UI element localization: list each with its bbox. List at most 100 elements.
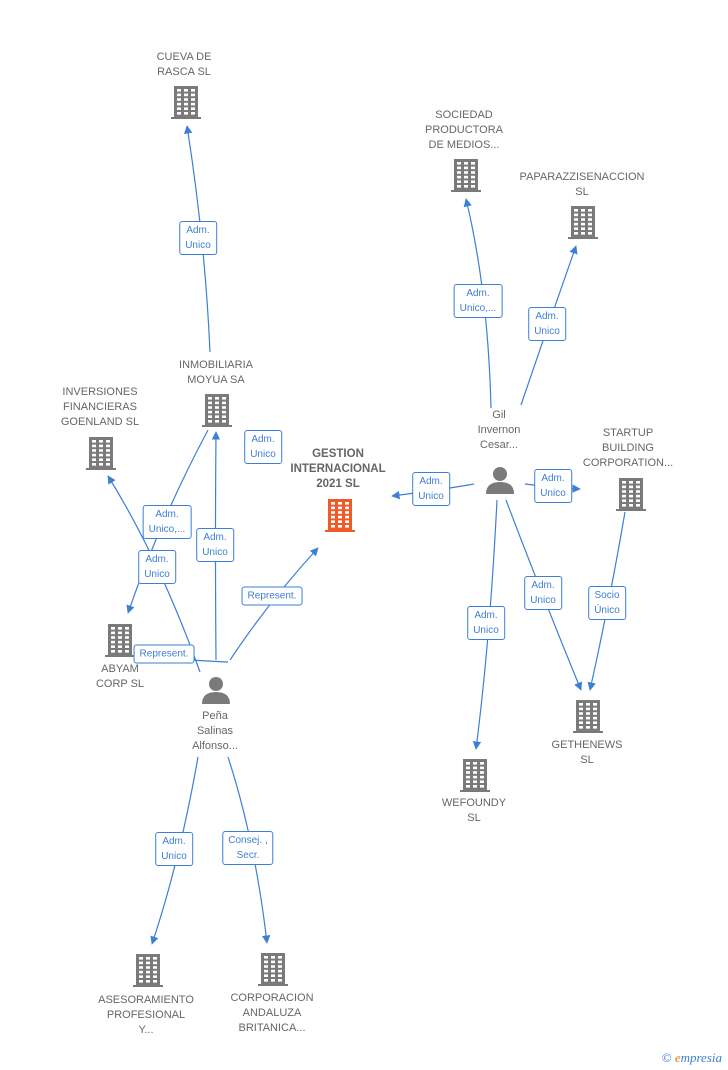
edge-label[interactable]: Adm.Unico (528, 307, 566, 341)
edge-label[interactable]: Adm.Unico (244, 430, 282, 464)
node-label-line: INVERSIONES (62, 386, 138, 398)
node-label-line: Y... (138, 1024, 154, 1036)
building-icon[interactable] (86, 437, 116, 470)
node-label-line: SL (575, 186, 589, 198)
node-label-line: BRITANICA... (238, 1022, 306, 1034)
edge-label-line: Adm. (541, 473, 565, 484)
brand-e: e (674, 1050, 681, 1065)
node-label-line: PROFESIONAL (106, 1009, 186, 1021)
node-label-line: Gil (492, 409, 506, 421)
node-label-line: CORPORACION (230, 992, 314, 1004)
edge-label-line: Unico (418, 491, 444, 502)
building-icon[interactable] (325, 499, 355, 532)
edge-label-line: Unico (540, 488, 566, 499)
building-icon[interactable] (451, 159, 481, 192)
node-label-line: PRODUCTORA (424, 124, 504, 136)
node-label-line: SOCIEDAD (435, 109, 493, 121)
node-label-line: SL (580, 754, 594, 766)
building-icon[interactable] (105, 624, 135, 657)
node-label-sociedad[interactable]: SOCIEDAD PRODUCTORA DE MEDIOS... (425, 108, 503, 153)
building-icon[interactable] (171, 86, 201, 119)
node-label-line: CORPORATION... (582, 457, 674, 469)
node-label-wefoundy[interactable]: WEFOUNDY SL (442, 796, 506, 826)
edge-label-line: Unico (161, 851, 187, 862)
node-label-line: SL (467, 812, 481, 824)
edge-label-line: Adm. (466, 288, 490, 299)
edge-label-line: Unico (473, 625, 499, 636)
empresia-watermark: © empresia (662, 1050, 722, 1066)
edge-label-line: Adm. (155, 509, 179, 520)
edge-label-line: Único (594, 605, 620, 616)
node-label-line: Peña (202, 710, 228, 722)
node-label-line: Cesar... (480, 439, 518, 451)
node-label-line: GOENLAND SL (60, 416, 140, 428)
edge-label[interactable]: Adm. Unico (155, 832, 193, 866)
edge-label[interactable]: Adm. Unico (534, 469, 572, 503)
edge-label-line: Represent. (247, 590, 297, 602)
building-icon[interactable] (460, 759, 490, 792)
node-label-line: ABYAM (101, 663, 139, 675)
node-label-line: INMOBILIARIA (179, 359, 253, 371)
node-label-line: BUILDING (602, 442, 654, 454)
building-icon[interactable] (573, 700, 603, 733)
node-label-gethenews[interactable]: GETHENEWS SL (552, 738, 623, 768)
edge-label[interactable]: Adm.Unico (179, 221, 217, 255)
edge-label-line: Adm. (419, 476, 443, 487)
edge-label-line: Socio (594, 590, 620, 601)
node-label-inversiones[interactable]: INVERSIONES FINANCIERAS GOENLAND SL (61, 385, 139, 430)
edge-label-line: Secr. (236, 850, 260, 861)
building-icon[interactable] (568, 206, 598, 239)
edge-label[interactable]: Adm. Unico,... (142, 505, 192, 539)
person-icon[interactable] (486, 467, 514, 494)
edge-label[interactable]: Consej. ,Secr. (222, 831, 274, 865)
edge-label[interactable]: Adm.Unico (138, 550, 176, 584)
node-label-paparazzi[interactable]: PAPARAZZISENACCION SL (520, 170, 645, 200)
edge-label[interactable]: Adm.Unico (467, 606, 505, 640)
node-label-corporacion[interactable]: CORPORACION ANDALUZA BRITANICA... (230, 991, 313, 1036)
edge-label[interactable]: Adm.Unico (196, 528, 234, 562)
building-icon[interactable] (202, 394, 232, 427)
node-label-line: FINANCIERAS (63, 401, 137, 413)
node-label-line: WEFOUNDY (441, 797, 507, 809)
building-icon[interactable] (258, 953, 288, 986)
edge-label-line: Unico (144, 569, 170, 580)
edge-label[interactable]: Represent. (133, 644, 195, 664)
node-label-line: INTERNACIONAL (290, 463, 386, 475)
node-label-line: PAPARAZZISENACCION (519, 171, 645, 183)
brand-name: mpresia (680, 1050, 722, 1065)
edge-label-line: Unico,... (459, 303, 497, 314)
building-icon[interactable] (133, 954, 163, 987)
edge-label-line: Unico (250, 449, 276, 460)
node-label-startup[interactable]: STARTUP BUILDING CORPORATION... (583, 426, 673, 471)
edge-label[interactable]: Adm. Unico (412, 472, 450, 506)
building-icon[interactable] (616, 478, 646, 511)
node-label-line: STARTUP (602, 427, 654, 439)
node-label-line: GETHENEWS (551, 739, 623, 751)
node-label-line: ANDALUZA (242, 1007, 302, 1019)
edge-label[interactable]: Adm. Unico,... (453, 284, 503, 318)
edge-label-line: Unico (185, 240, 211, 251)
edge-label-line: Unico (202, 547, 228, 558)
edge-label-line: Represent. (139, 648, 189, 660)
node-label-line: Salinas (196, 725, 234, 737)
edge-label-line: Unico (530, 595, 556, 606)
edge-label-line: Unico,... (148, 524, 186, 535)
copyright-symbol: © (661, 1050, 672, 1065)
edge-label[interactable]: Represent. (241, 586, 303, 606)
edge-label-line: Adm. (162, 836, 186, 847)
node-label-abyam[interactable]: ABYAM CORP SL (96, 662, 144, 692)
node-label-line: CORP SL (95, 678, 145, 690)
node-label-line: CUEVA DE (156, 51, 212, 63)
person-icon[interactable] (202, 677, 230, 704)
node-label-line: 2021 SL (316, 478, 360, 490)
node-label-line: DE MEDIOS... (428, 139, 500, 151)
edge-label[interactable]: Adm.Unico (524, 576, 562, 610)
